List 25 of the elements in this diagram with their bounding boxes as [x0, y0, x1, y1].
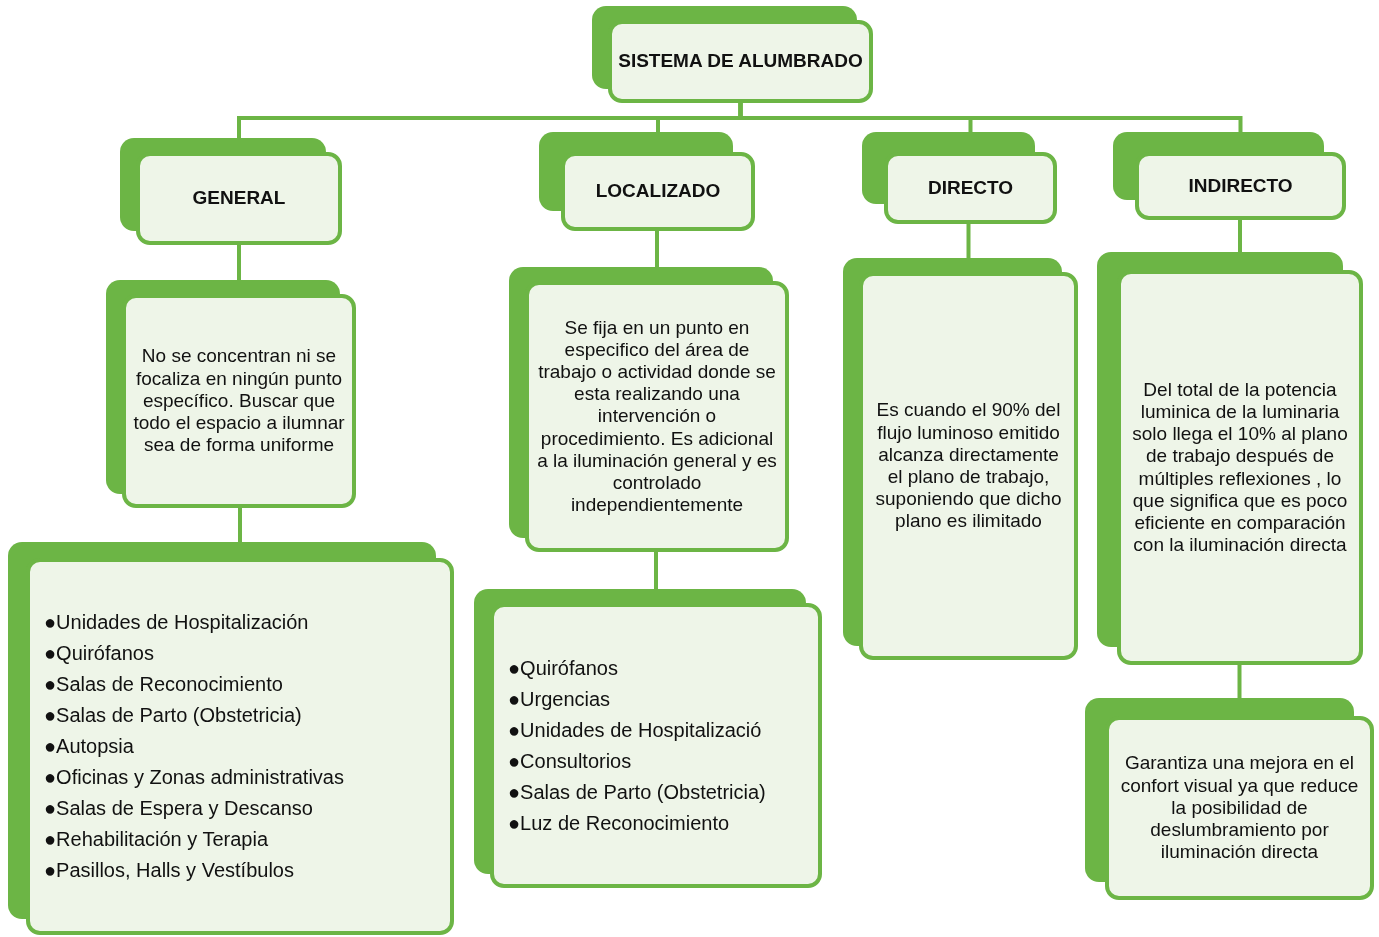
list-item: ●Urgencias [508, 686, 611, 712]
description-text: Es cuando el 90% del flujo luminoso emitido alcanza directamente el plano de trabajo, suponiendo que dicho plano es ilimitado [874, 399, 1063, 533]
box-title: LOCALIZADO [595, 180, 721, 203]
list-item: ●Unidades de Hospitalizació [508, 717, 762, 743]
list-item: ●Quirófanos [44, 641, 154, 666]
box-title: GENERAL [192, 187, 286, 210]
list-item: ●Pasillos, Halls y Vestíbulos [44, 858, 294, 883]
box-title: DIRECTO [927, 176, 1014, 200]
list-item: ●Quirófanos [508, 655, 618, 681]
list-item: ●Salas de Parto (Obstetricia) [508, 779, 766, 805]
description-text: Garantiza una mejora en el confort visual ya que reduce la posibilidad de deslumbramiento por iluminación directa [1119, 752, 1360, 864]
list-item: ●Salas de Parto (Obstetricia) [44, 703, 302, 728]
description-text: No se concentran ni se focaliza en ningún punto específico. Buscar que todo el espacio a ilumnar sea de forma uniforme [132, 345, 346, 457]
box-title: SISTEMA DE ALUMBRADO [618, 50, 863, 73]
list-item: ●Consultorios [508, 748, 632, 774]
list-item: ●Oficinas y Zonas administrativas [44, 765, 344, 790]
list-item: ●Salas de Reconocimiento [44, 672, 283, 697]
box-title: INDIRECTO [1188, 174, 1293, 198]
list-item: ●Salas de Espera y Descanso [44, 796, 313, 821]
description-text: Se fija en un punto en especifico del área de trabajo o actividad donde se esta realizando una intervención o procedimiento. Es adicional a la iluminación general y es controlado independientemente [536, 316, 778, 517]
list-item: ●Autopsia [44, 734, 134, 759]
description-text: Del total de la potencia luminica de la luminaria solo llega el 10% al plano de trabajo después de múltiples reflexiones , lo que significa que es poco eficiente en comparación con la iluminación directa [1131, 378, 1349, 557]
list-item: ●Luz de Reconocimiento [508, 810, 730, 836]
list-item: ●Unidades de Hospitalización [44, 610, 309, 635]
list-item: ●Rehabilitación y Terapia [44, 827, 269, 852]
